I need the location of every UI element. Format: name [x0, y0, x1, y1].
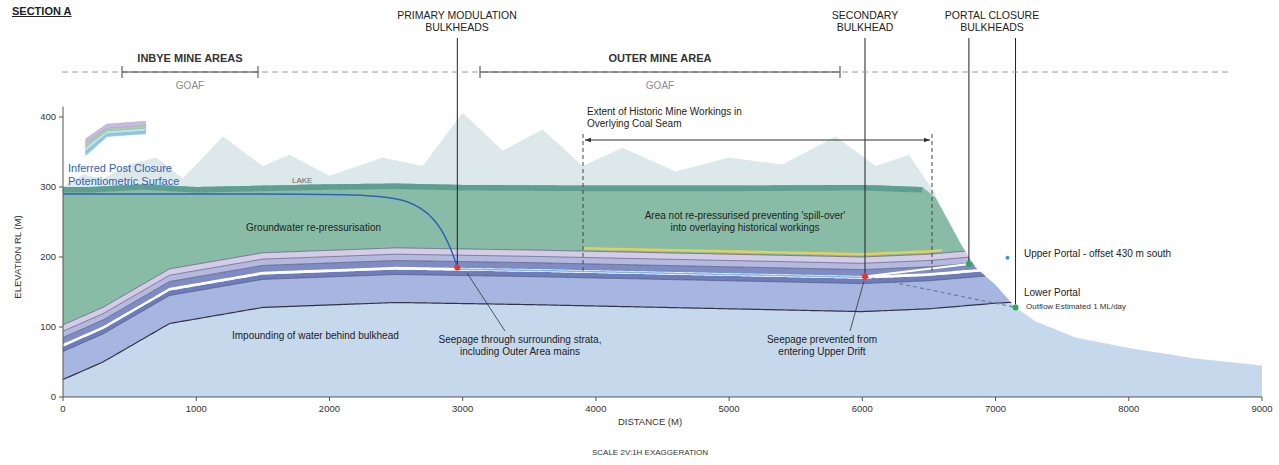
- axis-tick-label: 2000: [309, 403, 349, 415]
- bulkhead-leader: [1015, 38, 1016, 304]
- axis-tick-label: 6000: [842, 403, 882, 415]
- axis-tick-label: 200: [26, 251, 56, 263]
- potentiometric-surface: [63, 194, 457, 267]
- strata-line: [63, 244, 1075, 325]
- axis-tick-label: 400: [26, 111, 56, 123]
- axis-tick: [462, 397, 463, 401]
- strata-line: [63, 251, 1075, 332]
- axis-tick-label: 1000: [176, 403, 216, 415]
- axis-title: DISTANCE (M): [570, 416, 730, 428]
- bulkhead-label: PRIMARY MODULATION BULKHEADS: [382, 9, 532, 33]
- axis-tick-label: 5000: [709, 403, 749, 415]
- extent-bracket: [583, 134, 584, 272]
- section-title: SECTION A: [12, 5, 72, 17]
- area-bracket: [480, 72, 840, 73]
- bulkhead-label: SECONDARY BULKHEAD: [817, 9, 913, 33]
- area-bracket: [122, 66, 123, 78]
- outflow-note: Outflow Estimated 1 ML/day: [1026, 302, 1176, 312]
- axis-tick-label: 0: [26, 391, 56, 403]
- x-axis: [63, 397, 1262, 398]
- axis-tick: [1128, 397, 1129, 401]
- potentiometric-label: Inferred Post Closure Potentiometric Sur…: [68, 162, 203, 188]
- portal-marker: [966, 261, 972, 267]
- area-bracket: [258, 66, 259, 78]
- axis-tick: [595, 397, 596, 401]
- area-label: OUTER MINE AREA: [585, 52, 735, 64]
- axis-tick: [995, 397, 996, 401]
- bulkhead-leader: [968, 38, 969, 261]
- note: Seepage through surrounding strata, incl…: [425, 334, 615, 358]
- note: Seepage prevented from entering Upper Dr…: [752, 334, 892, 358]
- axis-tick: [59, 117, 63, 118]
- seepage-line: [457, 269, 865, 277]
- y-axis: [63, 107, 64, 398]
- axis-tick-label: 4000: [576, 403, 616, 415]
- lower-drift: [865, 277, 1016, 308]
- upper-drift: [865, 264, 969, 277]
- axis-tick-label: 300: [26, 181, 56, 193]
- extent-bracket: [585, 140, 930, 141]
- axis-tick-label: 8000: [1109, 403, 1149, 415]
- extent-label: Extent of Historic Mine Workings in Over…: [587, 106, 782, 130]
- axis-tick-label: 9000: [1242, 403, 1279, 415]
- lake-label: LAKE: [292, 175, 332, 187]
- bulkhead-marker: [862, 274, 868, 280]
- area-bracket: [480, 66, 481, 78]
- axis-tick: [63, 397, 64, 401]
- scale-note: SCALE 2V:1H EXAGGERATION: [550, 447, 750, 459]
- axis-tick: [59, 397, 63, 398]
- note: Groundwater re-pressurisation: [246, 222, 416, 234]
- axis-tick: [729, 397, 730, 401]
- bulkhead-leader: [864, 38, 865, 274]
- portal-marker: [1013, 304, 1019, 310]
- axis-tick: [862, 397, 863, 401]
- leader-line: [467, 273, 505, 331]
- goaf-label: GOAF: [160, 80, 220, 92]
- historic-seam: [583, 248, 943, 254]
- mine-area-line: [62, 72, 1232, 73]
- axis-tick: [59, 187, 63, 188]
- axis-tick: [196, 397, 197, 401]
- strata: [63, 182, 1075, 379]
- leader-line: [850, 281, 864, 331]
- bulkhead-label: PORTAL CLOSURE BULKHEADS: [940, 9, 1044, 33]
- outcrop-block: [86, 121, 146, 143]
- portal-marker: [1006, 256, 1010, 260]
- area-bracket: [840, 66, 841, 78]
- area-bracket: [122, 72, 258, 73]
- strata-line: [63, 257, 1075, 338]
- strata-line: [63, 299, 1075, 380]
- note: Area not re-pressurised preventing 'spil…: [638, 210, 853, 234]
- surface-band: [63, 183, 922, 193]
- axis-tick-label: 3000: [443, 403, 483, 415]
- bulkhead-marker: [454, 265, 460, 271]
- portal-label: Lower Portal: [1024, 287, 1114, 299]
- axis-tick-label: 7000: [976, 403, 1016, 415]
- axis-tick: [59, 327, 63, 328]
- area-label: INBYE MINE AREAS: [115, 52, 265, 64]
- note: Impounding of water behind bulkhead: [232, 330, 422, 342]
- axis-tick-label: 0: [43, 403, 83, 415]
- portal-label: Upper Portal - offset 430 m south: [1024, 248, 1234, 260]
- axis-tick: [329, 397, 330, 401]
- axis-tick-label: 100: [26, 321, 56, 333]
- axis-tick: [59, 257, 63, 258]
- axis-title: ELEVATION RL (M): [12, 197, 24, 317]
- axis-tick: [1261, 397, 1262, 401]
- extent-bracket: [932, 134, 933, 272]
- goaf-label: GOAF: [630, 80, 690, 92]
